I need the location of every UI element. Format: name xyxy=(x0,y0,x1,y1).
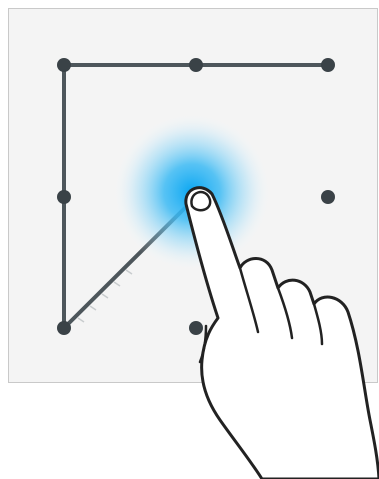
pattern-dot-8[interactable] xyxy=(189,321,203,335)
pattern-dot-6[interactable] xyxy=(321,190,335,204)
pattern-dot-1[interactable] xyxy=(57,58,71,72)
pattern-dot-7[interactable] xyxy=(57,321,71,335)
drag-trail xyxy=(78,270,132,322)
pattern-dot-2[interactable] xyxy=(189,58,203,72)
pattern-dot-4[interactable] xyxy=(57,190,71,204)
hand-icon xyxy=(186,188,379,479)
pattern-dot-3[interactable] xyxy=(321,58,335,72)
